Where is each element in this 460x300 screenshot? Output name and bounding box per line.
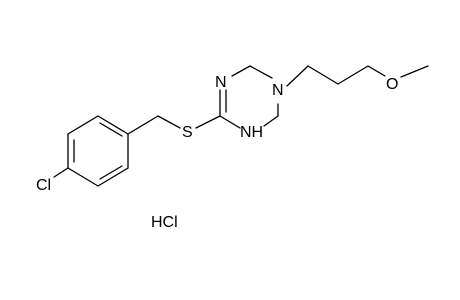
bond-ring-6 — [67, 115, 99, 135]
bond-ch2-s — [157, 115, 181, 129]
tertiary-nitrogen-label: N — [272, 82, 284, 99]
amine-nitrogen-label: NH — [240, 124, 263, 141]
triazine-ring — [219, 65, 279, 129]
bond-n-ch2-top — [231, 65, 251, 77]
chlorine-label: Cl — [36, 177, 51, 194]
bond-n-propyl-1 — [286, 65, 309, 87]
salt-label: HCl — [151, 214, 178, 231]
benzene-ring — [67, 115, 129, 187]
bond-ring-1 — [97, 115, 129, 135]
bond-s-c — [195, 115, 221, 129]
bond-ring-inner-2 — [99, 165, 123, 180]
bond-ring-ch2 — [127, 115, 159, 135]
bond-ring-inner-1 — [99, 122, 123, 137]
bond-nh-c — [219, 115, 241, 129]
bond-propyl-3 — [337, 65, 369, 85]
ether-oxygen-label: O — [386, 76, 398, 93]
bond-c-cl — [53, 167, 69, 178]
bond-propyl-2 — [307, 65, 339, 85]
bond-ch2-nh — [263, 115, 279, 127]
bond-ch2-n-tert — [249, 65, 273, 79]
bond-o-methyl — [400, 65, 429, 78]
bond-ring-4 — [67, 167, 99, 187]
imine-nitrogen-label: N — [215, 74, 227, 91]
sulfur-label: S — [182, 124, 193, 141]
bond-ring-3 — [97, 167, 129, 187]
bond-ch2-o — [367, 65, 386, 77]
